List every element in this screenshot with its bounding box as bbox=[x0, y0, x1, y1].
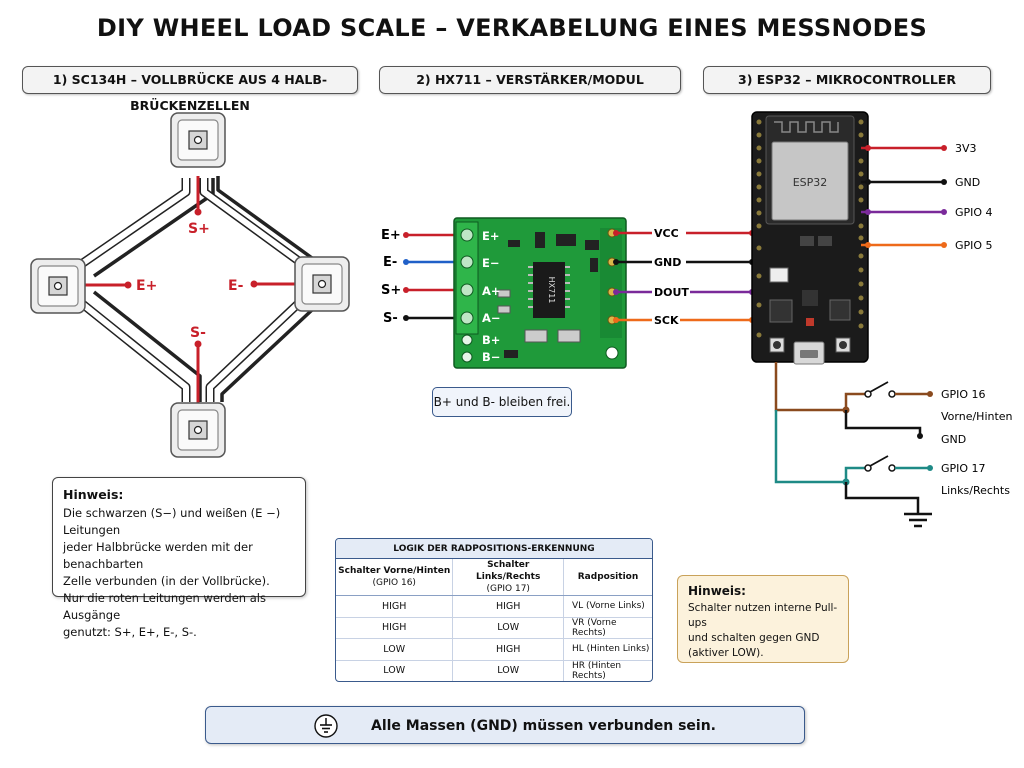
esp32-output-wires bbox=[861, 145, 947, 248]
section-header-bridge: 1) SC134H – VOLLBRÜCKE AUS 4 HALB-BRÜCKE… bbox=[22, 66, 358, 113]
board-label-e-plus: E+ bbox=[482, 229, 500, 243]
board-label-a-plus: A+ bbox=[482, 284, 501, 298]
esp-pin-label-gpio4: GPIO 4 bbox=[955, 206, 993, 219]
section-header-hx711: 2) HX711 – VERSTÄRKER/MODUL bbox=[379, 66, 681, 94]
logic-table-title: LOGIK DER RADPOSITIONS-ERKENNUNG bbox=[336, 539, 652, 559]
esp32-chip-label: ESP32 bbox=[793, 176, 828, 189]
hx711-chip-label: HX711 bbox=[547, 277, 556, 304]
hx-out-label-dout: DOUT bbox=[654, 286, 689, 299]
load-cell-top bbox=[170, 112, 226, 168]
logic-header-col3: Radposition bbox=[563, 559, 652, 596]
logic-header-col1: Schalter Vorne/Hinten (GPIO 16) bbox=[336, 559, 454, 596]
table-cell: HIGH bbox=[336, 617, 454, 639]
hx711-board bbox=[453, 217, 627, 369]
switch-note-line: und schalten gegen GND bbox=[688, 632, 820, 644]
switch2-pin-label: GPIO 17 bbox=[941, 462, 986, 475]
logic-table-header: Schalter Vorne/Hinten (GPIO 16) Schalter… bbox=[336, 559, 652, 596]
hx711-output-wires bbox=[613, 230, 755, 323]
esp-pin-label-gpio5: GPIO 5 bbox=[955, 239, 993, 252]
table-cell: HIGH bbox=[336, 595, 454, 618]
table-cell: HIGH bbox=[452, 638, 564, 661]
board-label-b-plus: B+ bbox=[482, 333, 500, 347]
esp-pin-label-3v3: 3V3 bbox=[955, 142, 977, 155]
switch-wiring bbox=[774, 362, 933, 528]
board-label-b-minus: B− bbox=[482, 350, 500, 364]
logic-table-panel: LOGIK DER RADPOSITIONS-ERKENNUNG Schalte… bbox=[335, 538, 653, 682]
bridge-note-heading: Hinweis: bbox=[63, 487, 124, 502]
hx-out-label-gnd: GND bbox=[654, 256, 681, 269]
footer-banner: Alle Massen (GND) müssen verbunden sein. bbox=[205, 706, 805, 744]
bridge-note-line: Die schwarzen (S−) und weißen (E −) Leit… bbox=[63, 506, 281, 537]
bridge-note-line: jeder Halbbrücke werden mit der benachba… bbox=[63, 540, 253, 571]
switch1-pin-label: GPIO 16 bbox=[941, 388, 986, 401]
table-row: LOW LOW HR (Hinten Rechts) bbox=[336, 660, 652, 681]
table-row: LOW HIGH HL (Hinten Links) bbox=[336, 638, 652, 661]
load-cell-left bbox=[30, 258, 86, 314]
logic-table: Schalter Vorne/Hinten (GPIO 16) Schalter… bbox=[336, 559, 652, 681]
table-cell: LOW bbox=[452, 617, 564, 639]
ground-icon bbox=[314, 714, 338, 738]
switch-note-line: Schalter nutzen interne Pull-ups bbox=[688, 602, 838, 629]
hx-out-label-sck: SCK bbox=[654, 314, 679, 327]
table-row: HIGH HIGH VL (Vorne Links) bbox=[336, 595, 652, 618]
hx-in-label-s-plus: S+ bbox=[381, 283, 401, 298]
footer-text: Alle Massen (GND) müssen verbunden sein. bbox=[371, 718, 716, 734]
switch-note: Hinweis: Schalter nutzen interne Pull-up… bbox=[677, 575, 849, 663]
section-header-esp32: 3) ESP32 – MIKROCONTROLLER bbox=[703, 66, 991, 94]
board-label-a-minus: A− bbox=[482, 311, 501, 325]
label-e-plus: E+ bbox=[136, 278, 157, 294]
hx711-input-wires bbox=[403, 232, 462, 321]
hx-in-label-e-plus: E+ bbox=[381, 228, 401, 243]
esp-pin-label-gnd: GND bbox=[955, 176, 980, 189]
hx-in-label-e-minus: E- bbox=[383, 255, 397, 270]
hx711-hint: B+ und B- bleiben frei. bbox=[432, 387, 572, 417]
table-cell: VL (Vorne Links) bbox=[563, 595, 652, 618]
logic-header-col1-main: Schalter Vorne/Hinten bbox=[338, 566, 451, 576]
bridge-note-line: Zelle verbunden (in der Vollbrücke). bbox=[63, 574, 270, 588]
logic-header-col2-sub: (GPIO 17) bbox=[486, 584, 530, 594]
bridge-red-outputs bbox=[84, 176, 296, 404]
switch-note-line: (aktiver LOW). bbox=[688, 647, 764, 659]
table-cell: LOW bbox=[452, 660, 564, 681]
bridge-note: Hinweis: Die schwarzen (S−) und weißen (… bbox=[52, 477, 306, 639]
bridge-wires bbox=[77, 176, 314, 402]
label-s-minus: S- bbox=[190, 325, 206, 341]
label-e-minus: E- bbox=[228, 278, 244, 294]
switch1-gnd-label: GND bbox=[941, 433, 966, 446]
logic-header-col1-sub: (GPIO 16) bbox=[372, 578, 416, 588]
table-cell: LOW bbox=[336, 638, 454, 661]
table-cell: HIGH bbox=[452, 595, 564, 618]
table-cell: HL (Hinten Links) bbox=[563, 638, 652, 661]
logic-header-col2: Schalter Links/Rechts (GPIO 17) bbox=[452, 559, 564, 596]
label-s-plus: S+ bbox=[188, 221, 210, 237]
switch2-label: Links/Rechts bbox=[941, 484, 1010, 497]
table-cell: LOW bbox=[336, 660, 454, 681]
switch1-label: Vorne/Hinten bbox=[941, 410, 1013, 423]
hx-out-label-vcc: VCC bbox=[654, 227, 679, 240]
table-cell: VR (Vorne Rechts) bbox=[563, 617, 652, 639]
esp32-board bbox=[751, 111, 869, 365]
page-title: DIY WHEEL LOAD SCALE – VERKABELUNG EINES… bbox=[96, 14, 928, 42]
table-row: HIGH LOW VR (Vorne Rechts) bbox=[336, 617, 652, 639]
load-cell-bottom bbox=[170, 402, 226, 458]
table-cell: HR (Hinten Rechts) bbox=[563, 660, 652, 681]
bridge-note-line: genutzt: S+, E+, E-, S-. bbox=[63, 625, 197, 639]
hx-in-label-s-minus: S- bbox=[383, 311, 398, 326]
board-label-e-minus: E− bbox=[482, 256, 500, 270]
load-cell-right bbox=[294, 256, 350, 312]
logic-header-col2-main: Schalter Links/Rechts bbox=[476, 560, 541, 582]
switch-note-heading: Hinweis: bbox=[688, 584, 746, 598]
bridge-note-line: Nur die roten Leitungen werden als Ausgä… bbox=[63, 591, 266, 622]
